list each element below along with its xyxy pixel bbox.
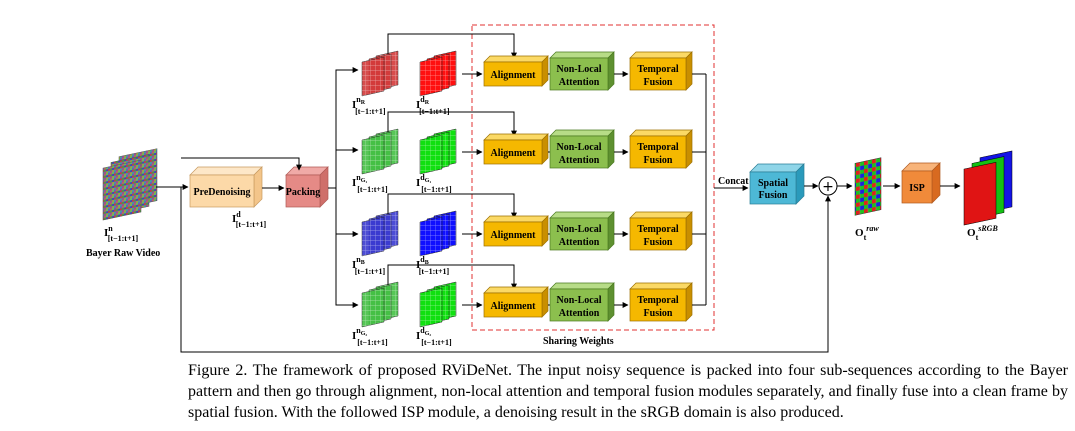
alignment-block-R: Alignment xyxy=(483,55,549,87)
temporal-label1-G2: Temporal xyxy=(637,295,679,306)
branches: InR[t−1:t+1]IdR[t−1:t+1]AlignmentNon-Loc… xyxy=(352,33,707,347)
raw-output-frame xyxy=(854,157,882,216)
packing-block: Packing xyxy=(285,166,329,208)
predenoising-label: PreDenoising xyxy=(193,187,250,198)
temporal-label2-G1: Fusion xyxy=(644,155,673,166)
noisy-label-G1: InG₁[t−1:t+1] xyxy=(352,173,388,194)
temporal-label2-G2: Fusion xyxy=(644,308,673,319)
skip-connection-line xyxy=(180,187,831,353)
figure-caption: Figure 2. The framework of proposed RViD… xyxy=(188,362,1068,421)
branch-R: InR[t−1:t+1] IdR[t−1:t+1] Alignment Non-Loc… xyxy=(352,33,706,116)
alignment-block-G1: Alignment xyxy=(483,133,549,165)
spatial-label-1: Spatial xyxy=(758,178,788,189)
spatial-label-2: Fusion xyxy=(759,190,788,201)
denoised-stack-G1 xyxy=(419,128,457,175)
noisy-stack-B xyxy=(361,210,399,257)
noisy-label-B: InB[t−1:t+1] xyxy=(352,255,386,276)
alignment-label-G2: Alignment xyxy=(491,301,537,312)
raw-output-label: Otraw xyxy=(855,224,879,242)
noisy-label-R: InR[t−1:t+1] xyxy=(352,95,386,116)
nonlocal-label2-G2: Attention xyxy=(559,308,600,319)
input-label: In[t−1:t+1] xyxy=(104,224,139,243)
alignment-label-B: Alignment xyxy=(491,230,537,241)
isp-label: ISP xyxy=(909,183,925,194)
skip-to-alignment-G2 xyxy=(387,264,517,290)
alignment-block-G2: Alignment xyxy=(483,286,549,318)
nonlocal-label2-G1: Attention xyxy=(559,155,600,166)
temporal-label2-B: Fusion xyxy=(644,237,673,248)
split-line-B xyxy=(335,188,359,237)
plus-symbol: + xyxy=(822,179,834,195)
packing-label: Packing xyxy=(286,187,320,198)
nonlocal-label2-B: Attention xyxy=(559,237,600,248)
branch-B: InB[t−1:t+1]IdB[t−1:t+1]AlignmentNon-Loc… xyxy=(352,193,706,276)
bypass-line xyxy=(181,157,302,171)
srgb-output-stack xyxy=(963,150,1013,226)
concat-label: Concat xyxy=(718,176,749,187)
noisy-stack-G2 xyxy=(361,281,399,328)
srgb-output-label: OtsRGB xyxy=(967,224,998,242)
denoised-stack-G2 xyxy=(419,281,457,328)
skip-to-alignment-G1 xyxy=(387,111,517,137)
noisy-stack-G1 xyxy=(361,128,399,175)
nonlocal-label1-G1: Non-Local xyxy=(557,142,602,153)
denoised-stack-B xyxy=(419,210,457,257)
split-line-R xyxy=(328,67,359,189)
split-line-G2 xyxy=(335,234,359,308)
skip-to-alignment-B xyxy=(387,193,517,219)
isp-block: ISP xyxy=(901,162,941,204)
denoised-label-R: IdR[t−1:t+1] xyxy=(416,95,450,116)
temporal-label2-R: Fusion xyxy=(644,77,673,88)
nonlocal-label1-B: Non-Local xyxy=(557,224,602,235)
spatial-fusion-block: Spatial Fusion xyxy=(749,163,805,205)
branch-G1: InG₁[t−1:t+1] IdG₁[t−1:t+1] Alignment Non-L… xyxy=(352,111,706,194)
temporal-label1-B: Temporal xyxy=(637,224,679,235)
noisy-label-G2: InG₂[t−1:t+1] xyxy=(352,326,388,347)
input-frame-stack xyxy=(102,148,158,221)
denoised-label-G2: IdG₂[t−1:t+1] xyxy=(416,326,452,347)
skip-to-alignment-R xyxy=(387,33,517,59)
nonlocal-label1-R: Non-Local xyxy=(557,64,602,75)
alignment-label-G1: Alignment xyxy=(491,148,537,159)
denoised-stack-R xyxy=(419,50,457,97)
predenoising-block: PreDenoising xyxy=(189,166,263,208)
branch-G2: InG₂[t−1:t+1] IdG₂[t−1:t+1] Alignment Non-L… xyxy=(352,264,706,347)
sharing-weights-box xyxy=(471,24,715,331)
nonlocal-label1-G2: Non-Local xyxy=(557,295,602,306)
alignment-label-R: Alignment xyxy=(491,70,537,81)
noisy-stack-R xyxy=(361,50,399,97)
input-caption: Bayer Raw Video xyxy=(86,248,160,259)
temporal-label1-R: Temporal xyxy=(637,64,679,75)
nonlocal-label2-R: Attention xyxy=(559,77,600,88)
predenoise-output-label: Id[t−1:t+1] xyxy=(232,210,267,229)
temporal-label1-G1: Temporal xyxy=(637,142,679,153)
alignment-block-B: Alignment xyxy=(483,215,549,247)
denoised-label-G1: IdG₁[t−1:t+1] xyxy=(416,173,452,194)
sharing-weights-label: Sharing Weights xyxy=(543,336,614,347)
